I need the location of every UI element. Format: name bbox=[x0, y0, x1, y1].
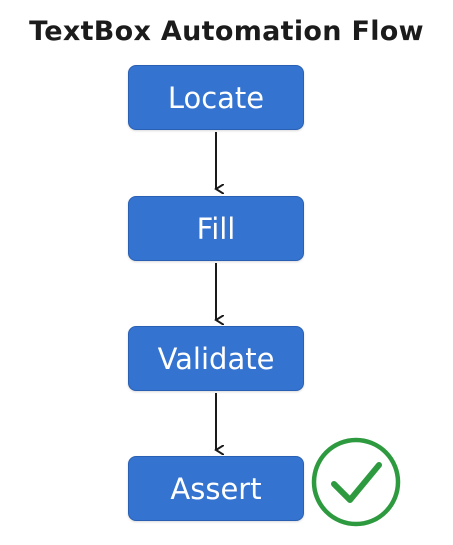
step-label: Locate bbox=[167, 80, 265, 115]
step-label: Fill bbox=[196, 211, 236, 246]
check-circle-icon bbox=[311, 437, 401, 527]
diagram-title: TextBox Automation Flow bbox=[29, 16, 424, 47]
step-assert: Assert bbox=[128, 456, 304, 521]
step-fill: Fill bbox=[128, 196, 304, 261]
step-validate: Validate bbox=[128, 326, 304, 391]
step-label: Validate bbox=[157, 341, 275, 376]
step-locate: Locate bbox=[128, 65, 304, 130]
step-label: Assert bbox=[170, 471, 262, 506]
